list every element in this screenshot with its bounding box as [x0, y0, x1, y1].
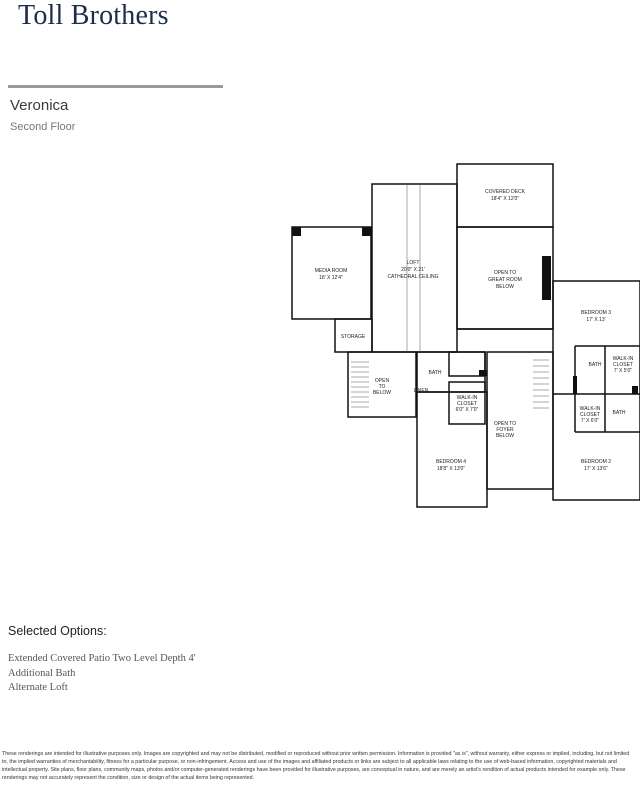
- label-wic-3-3: 7' X 6'0": [581, 418, 599, 424]
- label-bath-1: BATH: [429, 370, 442, 376]
- label-wic-1-2: CLOSET: [457, 401, 477, 407]
- label-media-room-size: 18' X 12'4": [319, 275, 343, 281]
- selected-options-list: Extended Covered Patio Two Level Depth 4…: [8, 652, 196, 696]
- label-bedroom-2: BEDROOM 2: [581, 459, 611, 465]
- label-covered-deck: COVERED DECK: [485, 189, 526, 195]
- label-loft: LOFT: [407, 260, 420, 266]
- label-wic-2-3: 7' X 5'0": [614, 368, 632, 374]
- wall-media-room: [291, 226, 372, 320]
- label-open-great-room-1: OPEN TO: [494, 270, 516, 276]
- label-bath-3: BATH: [613, 410, 626, 416]
- label-covered-deck-size: 18'4" X 12'0": [491, 196, 519, 202]
- header-divider: [8, 85, 223, 88]
- label-media-room: MEDIA ROOM: [315, 268, 348, 274]
- wall-open-foyer: [486, 351, 554, 490]
- label-bedroom-3: BEDROOM 3: [581, 310, 611, 316]
- selected-options-title: Selected Options:: [8, 624, 107, 638]
- label-bedroom-3-size: 17' X 13': [586, 317, 605, 323]
- label-loft-size: 20'0" X 21': [401, 267, 425, 273]
- label-open-great-room-2: GREAT ROOM: [488, 277, 522, 283]
- option-item: Extended Covered Patio Two Level Depth 4…: [8, 653, 196, 664]
- floor-plan-drawing: COVERED DECK 18'4" X 12'0" LOFT 20'0" X …: [291, 163, 640, 508]
- label-open-foyer-3: BELOW: [496, 433, 514, 439]
- wall-bath-1: [448, 351, 486, 377]
- label-wic-3-1: WALK-IN: [580, 406, 601, 412]
- label-wic-2-1: WALK-IN: [613, 356, 634, 362]
- option-item: Additional Bath: [8, 667, 76, 679]
- label-wic-1-3: 6'0" X 7'0": [456, 407, 479, 413]
- label-wic-1-1: WALK-IN: [457, 395, 478, 401]
- floor-plan: COVERED DECK 18'4" X 12'0" LOFT 20'0" X …: [285, 160, 640, 510]
- floor-name: Second Floor: [10, 121, 76, 133]
- label-bedroom-4: BEDROOM 4: [436, 459, 466, 465]
- label-open-foyer-2: FOYER: [496, 427, 514, 433]
- label-bedroom-2-size: 17' X 13'6": [584, 466, 608, 472]
- label-bath-2: BATH: [589, 362, 602, 368]
- option-item: Alternate Loft: [8, 682, 68, 693]
- wall-wic-1: [448, 381, 486, 425]
- label-open-great-room-3: BELOW: [496, 284, 514, 290]
- label-open-below-1: OPEN: [375, 378, 390, 384]
- wall-center-bath: [416, 351, 486, 393]
- brand-logo: Toll Brothers: [18, 0, 169, 31]
- label-open-below-3: BELOW: [373, 390, 391, 396]
- label-linen: LINEN: [414, 388, 429, 394]
- label-wic-3-2: CLOSET: [580, 412, 600, 418]
- label-wic-2-2: CLOSET: [613, 362, 633, 368]
- legal-disclaimer: These renderings are intended for illust…: [2, 751, 630, 781]
- label-open-below-2: TO: [379, 384, 386, 390]
- label-storage: STORAGE: [341, 334, 366, 340]
- model-name: Veronica: [10, 97, 69, 114]
- label-open-foyer-1: OPEN TO: [494, 421, 516, 427]
- plan-solid-elements: [292, 227, 638, 394]
- label-loft-note: CATHEDRAL CEILING: [387, 274, 438, 280]
- wall-stair-area: [347, 351, 417, 418]
- label-bedroom-4-size: 18'8" X 13'0": [437, 466, 465, 472]
